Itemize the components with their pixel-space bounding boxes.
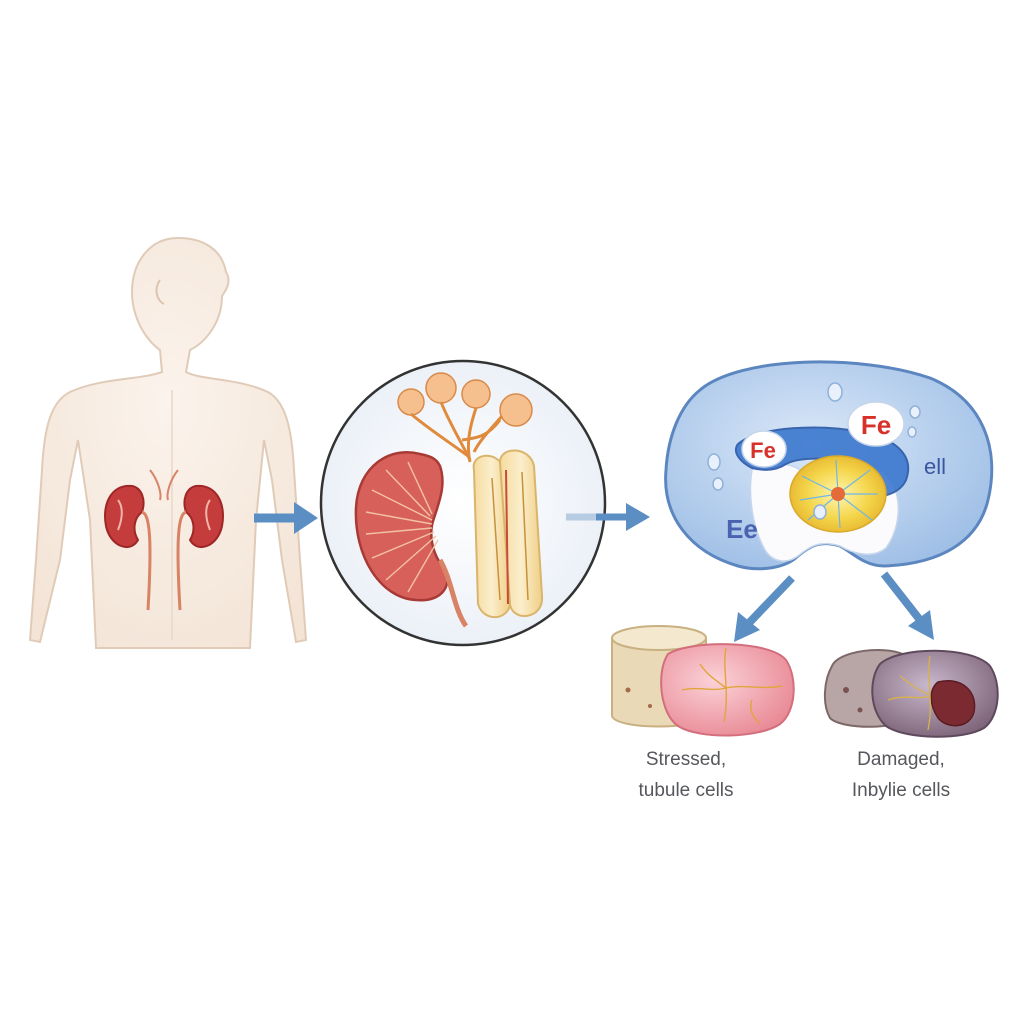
caption-damaged: Damaged, Inbylie cells xyxy=(791,744,1011,806)
body-kidneys xyxy=(104,469,224,611)
caption-stressed-line1: Stressed, xyxy=(645,749,727,770)
caption-damaged-line2: Inbylie cells xyxy=(851,780,951,801)
droplet-icons xyxy=(707,382,921,520)
label-fe-top: Fe xyxy=(861,410,891,440)
arrow-to-cell xyxy=(566,503,650,531)
arrow-to-kidney-detail xyxy=(254,502,318,534)
label-fe-left: Fe xyxy=(750,438,776,463)
tubule-cell: Fe Fe Ee ell xyxy=(664,360,994,571)
label-fe-bottom: Ee xyxy=(726,514,758,544)
glomeruli-icon xyxy=(397,372,533,427)
tubule-icon xyxy=(472,449,544,619)
kidney-detail-circle xyxy=(319,359,607,647)
damaged-cells-illustration xyxy=(824,649,999,738)
caption-damaged-line1: Damaged, xyxy=(857,749,945,770)
arrow-to-damaged xyxy=(880,571,934,640)
cell-nucleus-icon xyxy=(789,455,887,533)
human-body-figure xyxy=(28,236,308,649)
caption-stressed: Stressed, tubule cells xyxy=(576,744,796,806)
arrow-to-stressed xyxy=(734,575,795,642)
caption-stressed-line2: tubule cells xyxy=(638,780,734,801)
label-cell: ell xyxy=(924,454,946,479)
stressed-cells-illustration xyxy=(611,625,795,737)
